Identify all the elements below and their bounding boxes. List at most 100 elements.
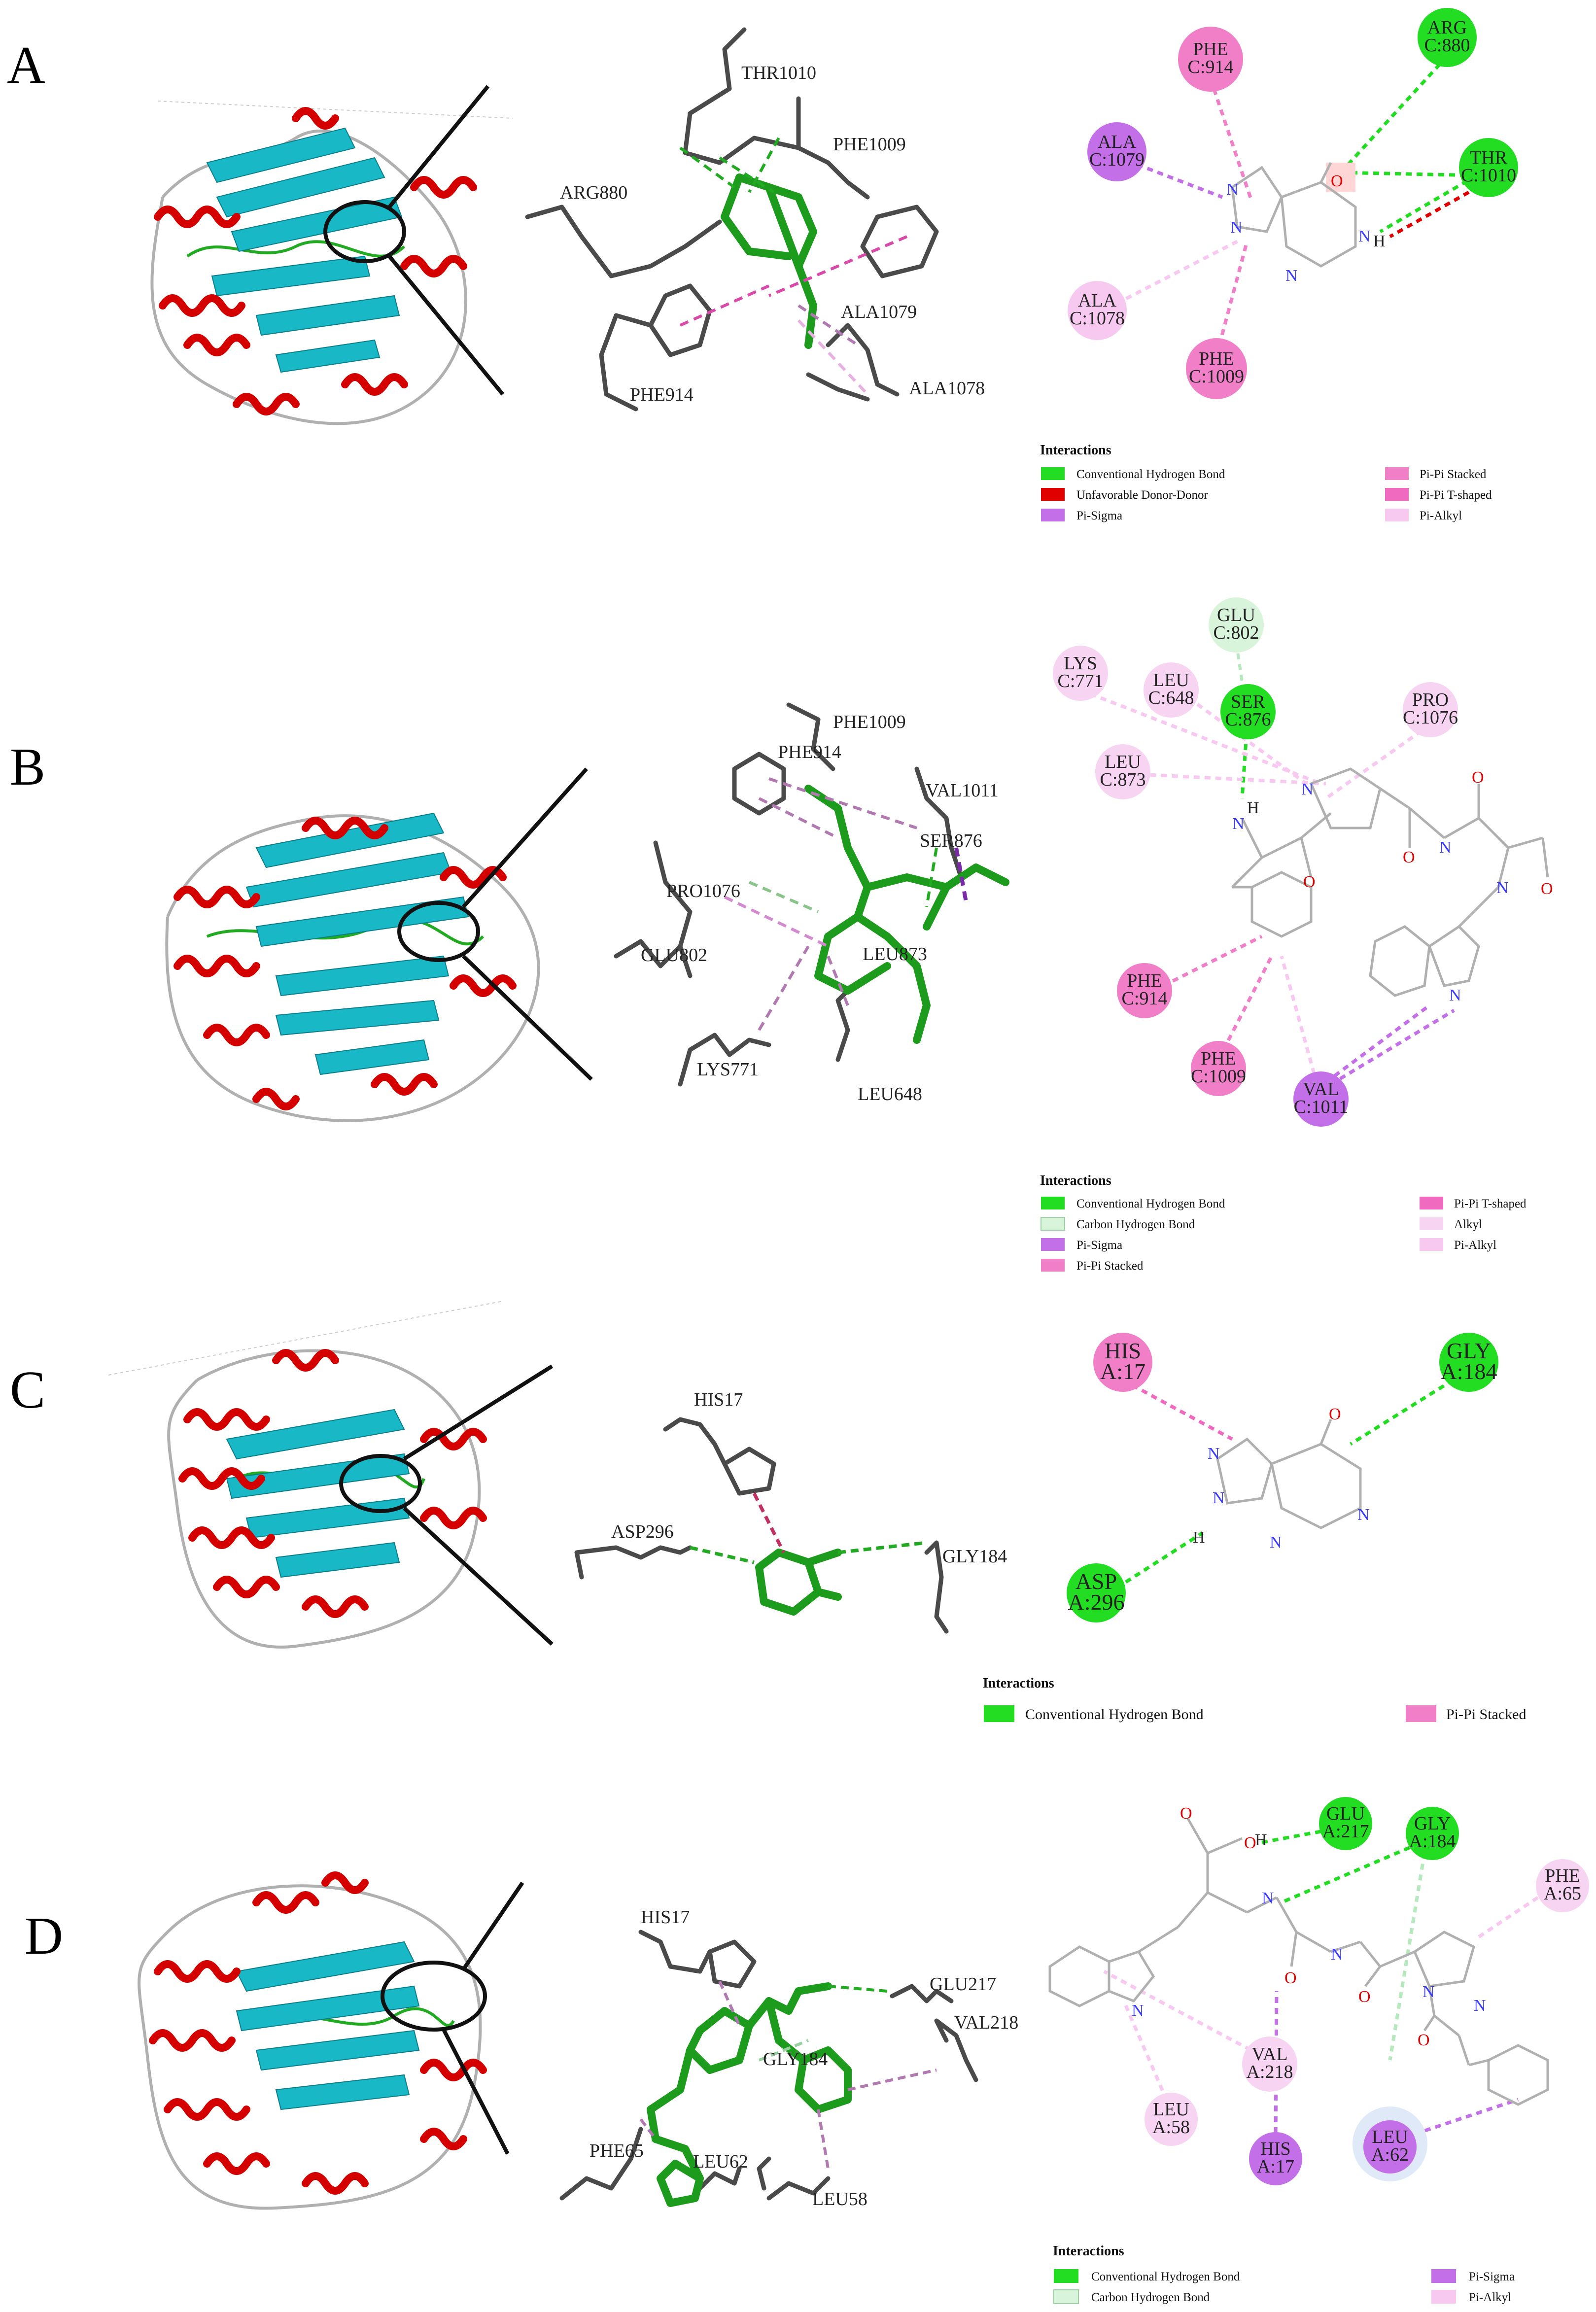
legend-label: Conventional Hydrogen Bond <box>1091 2270 1240 2283</box>
residue-id: A:17 <box>1257 2156 1294 2177</box>
legend-label: Conventional Hydrogen Bond <box>1025 1706 1204 1723</box>
residue-id: A:184 <box>1409 1831 1456 1852</box>
legend-swatch <box>1041 488 1065 501</box>
residue-id: C:876 <box>1225 709 1271 730</box>
residue-id: A:58 <box>1152 2117 1190 2138</box>
legend-swatch <box>1385 509 1409 521</box>
legend-label: Pi-Alkyl <box>1420 509 1462 522</box>
residue-bubble: PHE A:65 <box>1536 1859 1589 1912</box>
panel-c: C <box>10 1301 1527 1723</box>
binding-site-3d: HIS17 GLU217 GLY184 VAL218 PHE65 LEU62 L… <box>559 1907 1018 2209</box>
residue-label: PHE1009 <box>833 134 906 155</box>
residue-bubble: LEU A:62 <box>1353 2106 1427 2181</box>
nitrogen-atom: N <box>1301 780 1314 798</box>
residue-label: PHE914 <box>630 384 694 405</box>
residue-label: LYS771 <box>697 1059 759 1080</box>
residue-label: PHE65 <box>590 2140 644 2161</box>
nitrogen-atom: N <box>1270 1533 1282 1552</box>
residue-label: GLY184 <box>763 2049 828 2070</box>
residue-bubble: LEU A:58 <box>1145 2093 1198 2146</box>
residue-label: HIS17 <box>641 1907 690 1928</box>
legend-title: Interactions <box>983 1676 1054 1691</box>
residue-bubble: ALA C:1078 <box>1068 281 1127 340</box>
residue-id: C:1009 <box>1191 1066 1246 1087</box>
protein-cartoon <box>165 767 593 1122</box>
hydrogen-atom: H <box>1247 799 1259 817</box>
legend-label: Pi-Pi T-shaped <box>1420 488 1492 502</box>
legend-swatch <box>1041 1259 1065 1272</box>
legend-swatch <box>1385 467 1409 480</box>
residue-name: LEU <box>1372 2127 1408 2147</box>
residue-bubble: GLU C:802 <box>1209 597 1264 653</box>
residue-id: C:1079 <box>1089 149 1145 170</box>
oxygen-atom: O <box>1244 1834 1256 1852</box>
residue-bubble: GLY A:184 <box>1406 1807 1459 1860</box>
residue-bubble: THR C:1010 <box>1459 138 1518 197</box>
residue-name: PHE <box>1545 1865 1580 1886</box>
residue-id: A:218 <box>1247 2062 1293 2082</box>
residue-label: LEU648 <box>858 1084 922 1104</box>
protein-cartoon <box>138 1871 524 2210</box>
residue-name: VAL <box>1251 2044 1287 2065</box>
residue-id: C:880 <box>1424 35 1470 56</box>
residue-id: C:873 <box>1100 769 1146 790</box>
legend-swatch <box>1041 509 1065 521</box>
legend-swatch <box>1054 2269 1078 2283</box>
interaction-legend: Interactions Conventional Hydrogen Bond … <box>983 1676 1527 1723</box>
legend-label: Carbon Hydrogen Bond <box>1091 2291 1210 2304</box>
residue-id: A:184 <box>1441 1359 1497 1384</box>
hydrogen-atom: H <box>1373 232 1386 250</box>
residue-name: LYS <box>1064 653 1097 674</box>
panel-letter: A <box>7 36 45 95</box>
residue-id: A:62 <box>1371 2144 1409 2165</box>
residue-name: LEU <box>1153 670 1189 690</box>
residue-name: HIS <box>1105 1338 1141 1363</box>
legend-label: Pi-Sigma <box>1076 509 1122 522</box>
hydrogen-atom: H <box>1255 1831 1267 1849</box>
residue-bubble: PHE C:1009 <box>1191 1041 1246 1096</box>
residue-label: LEU62 <box>693 2151 748 2172</box>
residue-name: LEU <box>1105 752 1141 772</box>
nitrogen-atom: N <box>1232 815 1245 833</box>
legend-swatch <box>1041 1197 1065 1209</box>
residue-id: C:914 <box>1188 57 1234 77</box>
nitrogen-atom: N <box>1285 267 1298 285</box>
legend-label: Carbon Hydrogen Bond <box>1076 1218 1195 1231</box>
legend-swatch <box>1385 488 1409 501</box>
nitrogen-atom: N <box>1474 1997 1486 2015</box>
residue-bubble: PHE C:914 <box>1178 27 1243 92</box>
residue-bubble: HIS A:17 <box>1093 1333 1152 1392</box>
panel-letter: C <box>10 1361 45 1419</box>
residue-name: ARG <box>1427 17 1467 38</box>
residue-name: GLY <box>1414 1813 1451 1834</box>
residue-label: ALA1078 <box>909 378 985 399</box>
legend-swatch <box>1406 1705 1436 1722</box>
residue-label: GLU802 <box>641 945 707 966</box>
binding-site-3d: PHE1009 PHE914 VAL1011 SER876 PRO1076 GL… <box>614 702 1009 1104</box>
panel-b: B <box>10 597 1553 1273</box>
residue-label: SER876 <box>920 830 982 851</box>
nitrogen-atom: N <box>1449 986 1461 1004</box>
oxygen-atom: O <box>1541 880 1553 898</box>
legend-swatch <box>1420 1238 1443 1251</box>
nitrogen-atom: N <box>1496 879 1509 897</box>
residue-bubble: PRO C:1076 <box>1403 682 1458 737</box>
residue-name: LEU <box>1153 2099 1189 2120</box>
residue-label: LEU873 <box>863 944 927 965</box>
legend-label: Pi-Pi Stacked <box>1076 1259 1144 1273</box>
residue-id: C:1009 <box>1189 366 1244 387</box>
residue-label: ALA1079 <box>841 302 917 322</box>
legend-swatch <box>1041 1238 1065 1251</box>
oxygen-atom: O <box>1403 848 1415 866</box>
residue-name: ALA <box>1078 290 1117 311</box>
legend-swatch <box>984 1705 1014 1722</box>
residue-bubble: SER C:876 <box>1220 684 1276 739</box>
panel-letter: D <box>25 1907 63 1966</box>
residue-id: A:296 <box>1068 1589 1125 1615</box>
oxygen-atom: O <box>1331 172 1343 190</box>
residue-name: ASP <box>1076 1569 1117 1594</box>
legend-label: Pi-Pi T-shaped <box>1454 1197 1527 1210</box>
residue-label: THR1010 <box>741 63 816 83</box>
nitrogen-atom: N <box>1208 1445 1220 1463</box>
residue-bubble: PHE C:1009 <box>1186 338 1247 399</box>
